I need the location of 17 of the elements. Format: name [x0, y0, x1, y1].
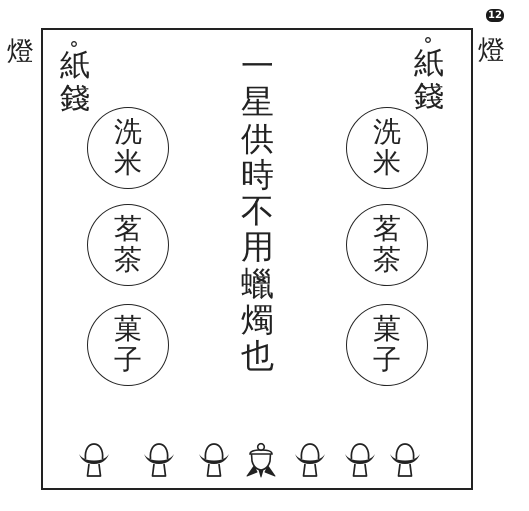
paper-money-label: 紙錢	[414, 47, 444, 113]
note-text: 一星供時不用蠟燭也	[241, 48, 274, 375]
page-number: 12	[486, 9, 504, 22]
paper-money-label: 紙錢	[60, 49, 90, 115]
offering-text: 茗茶	[114, 214, 142, 276]
offering-circle	[346, 204, 428, 286]
lamp-label: 燈	[478, 36, 505, 66]
offering-text: 菓子	[114, 314, 142, 376]
offering-text: 茗茶	[373, 214, 401, 276]
offering-text: 洗米	[373, 117, 401, 179]
offering-circle	[87, 304, 169, 386]
offering-circle	[87, 204, 169, 286]
offering-circle	[87, 107, 169, 189]
offering-circle	[346, 304, 428, 386]
offering-text: 菓子	[373, 314, 401, 376]
offering-text: 洗米	[114, 117, 142, 179]
lamp-label: 燈	[7, 37, 34, 67]
